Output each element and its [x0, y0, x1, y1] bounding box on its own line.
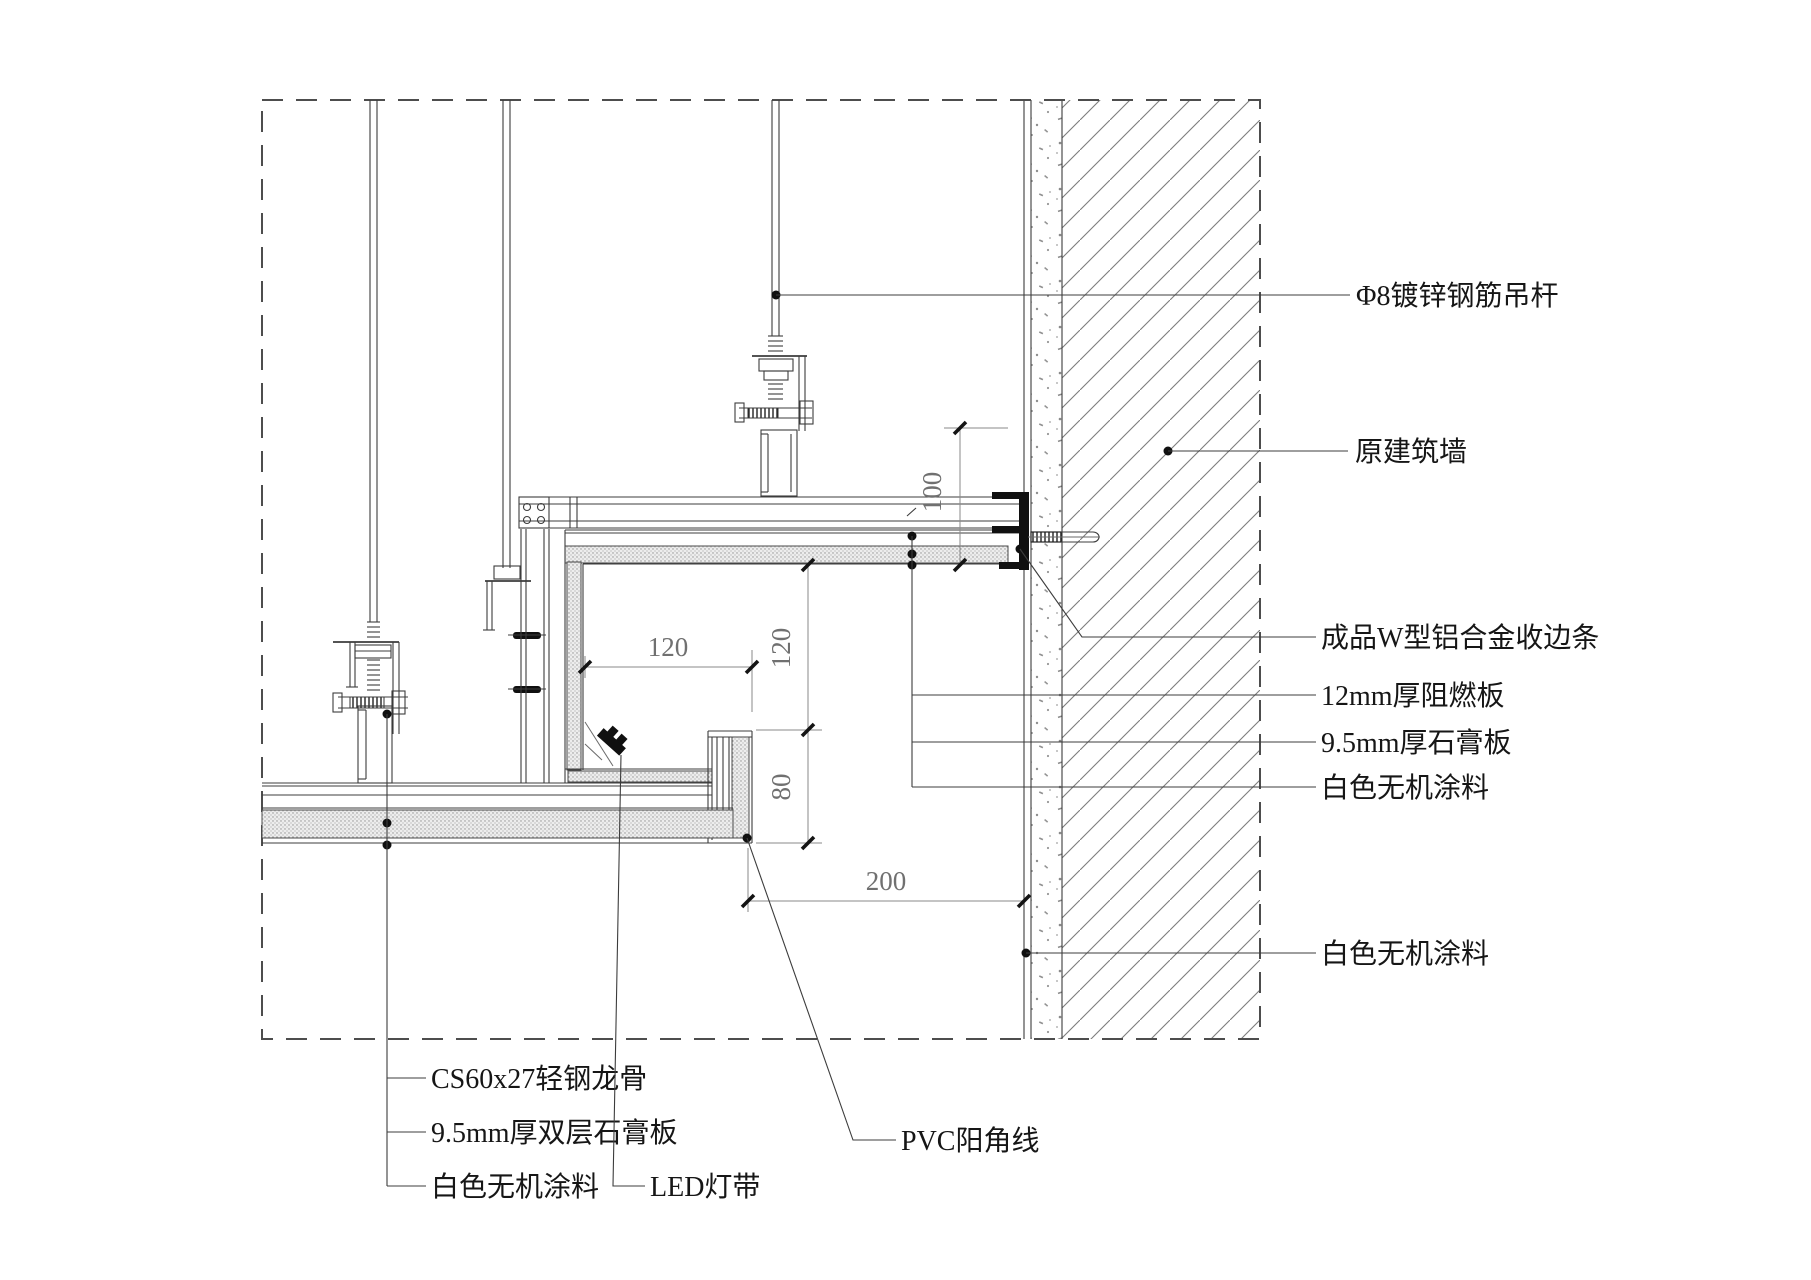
nut	[493, 565, 521, 580]
label-pvc: PVC阳角线	[901, 1125, 1039, 1157]
callout-bottom-stack: CS60x27轻钢龙骨 9.5mm厚双层石膏板 白色无机涂料	[382, 709, 678, 1203]
thread	[768, 335, 783, 400]
w-edge-trim	[992, 492, 1029, 570]
callout-led: LED灯带	[612, 754, 760, 1203]
dim-bottom-offset: 200	[740, 848, 1032, 912]
callout-paint-wall: 白色无机涂料	[1021, 938, 1489, 970]
thread	[367, 621, 380, 691]
label-double-gypsum: 9.5mm厚双层石膏板	[431, 1117, 678, 1149]
label-paint-wall: 白色无机涂料	[1321, 938, 1489, 970]
led-lamp-icon	[596, 725, 628, 756]
channel-section	[760, 429, 798, 497]
annotations: Φ8镀锌钢筋吊杆 原建筑墙 成品W型铝合金收边条 12mm厚阻燃板 9.5mm厚…	[382, 280, 1599, 1203]
lower-ceiling	[261, 782, 752, 844]
label-paint-top: 白色无机涂料	[1321, 772, 1489, 804]
dim-text: 120	[766, 628, 796, 669]
label-paint-bottom: 白色无机涂料	[431, 1171, 599, 1203]
plaster-layer	[1031, 100, 1062, 1039]
dim-text: 80	[766, 774, 796, 801]
dim-trough-height: 120 80	[756, 557, 822, 851]
masonry-hatch	[1062, 100, 1260, 1039]
detail-boundary	[261, 99, 1261, 1040]
callout-board-stack: 12mm厚阻燃板 9.5mm厚石膏板 白色无机涂料	[907, 531, 1512, 804]
trough-bottom-board	[565, 768, 713, 783]
dimensions: 120 120 80 200 100	[577, 420, 1032, 912]
nut	[758, 358, 794, 372]
gypsum-layer	[564, 545, 1009, 564]
callout-original-wall: 原建筑墙	[1163, 436, 1467, 468]
label-led: LED灯带	[650, 1171, 760, 1203]
label-edge-trim: 成品W型铝合金收边条	[1321, 622, 1599, 654]
bracket-bolt	[332, 690, 408, 715]
callout-pvc: PVC阳角线	[742, 833, 1039, 1157]
dim-text: 200	[866, 866, 907, 896]
dim-text: 100	[917, 472, 947, 513]
label-original-wall: 原建筑墙	[1355, 436, 1467, 468]
main-runner	[518, 496, 1022, 529]
expansion-anchor	[1028, 531, 1100, 543]
dim-top-offset: 100	[917, 420, 1008, 573]
label-hanger-rod: Φ8镀锌钢筋吊杆	[1356, 280, 1558, 312]
callout-edge-trim: 成品W型铝合金收边条	[1015, 544, 1599, 654]
label-flame-board: 12mm厚阻燃板	[1321, 680, 1505, 712]
upper-boards	[564, 529, 1024, 565]
vertical-furring-channel	[520, 529, 550, 783]
dim-trough-width: 120	[577, 632, 760, 712]
original-wall	[1023, 100, 1260, 1039]
label-gypsum: 9.5mm厚石膏板	[1321, 727, 1512, 759]
led-strip	[584, 721, 628, 767]
hanger-rod-left	[332, 100, 408, 784]
hanger-rod-center	[483, 100, 546, 693]
bracket-bolt	[734, 400, 814, 425]
dim-text: 120	[648, 632, 689, 662]
double-gypsum-layer	[261, 809, 734, 839]
label-keel: CS60x27轻钢龙骨	[431, 1063, 647, 1095]
callout-hanger-rod: Φ8镀锌钢筋吊杆	[771, 280, 1558, 312]
connector-plate	[518, 496, 550, 529]
